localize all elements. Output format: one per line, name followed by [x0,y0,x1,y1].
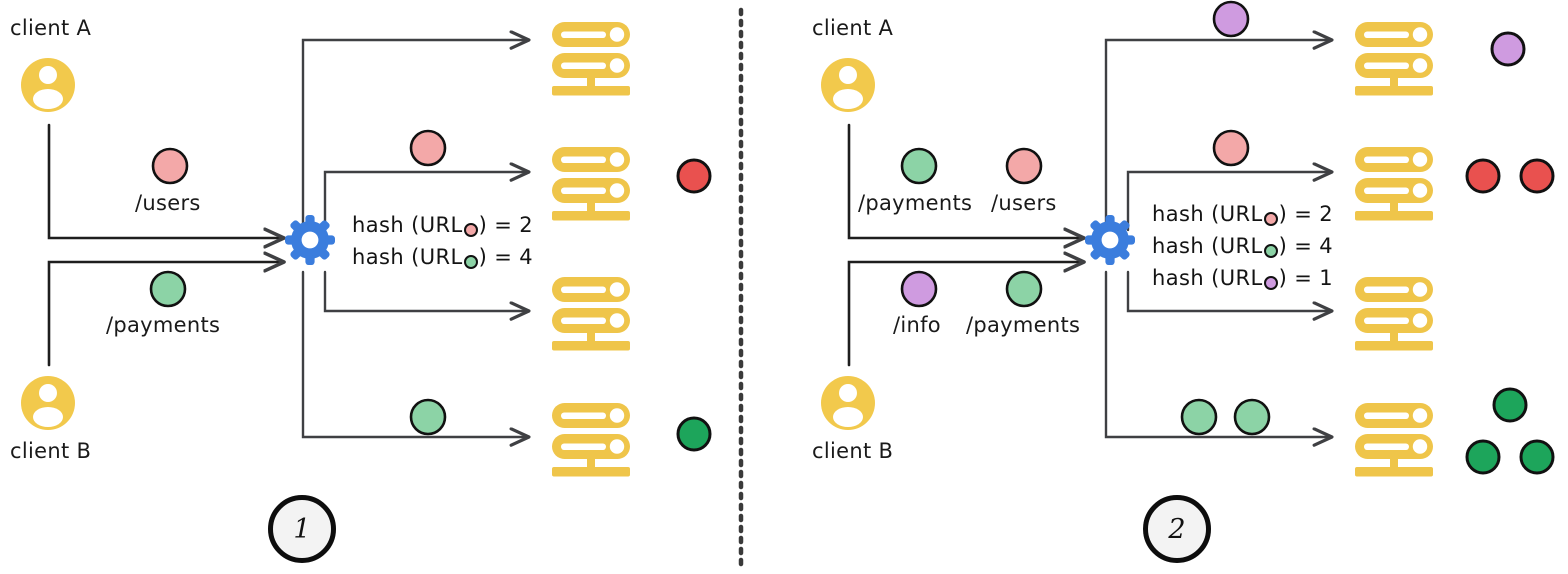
hash-rule-color-dot [463,254,478,269]
panel-2-client-a-connector [847,123,1082,238]
panel-1-outbound-upper [301,40,527,232]
hash-rule-prefix: hash (URL [1152,266,1263,290]
panel-2-client-b-avatar [821,376,875,430]
panel-1-client-a-connector [47,123,282,238]
inflight-token [409,398,447,436]
inflight-token [1180,398,1218,436]
stored-token [1490,31,1526,67]
panel-2-client-a-avatar [821,58,875,112]
route-label: /users [135,191,201,215]
stored-token [1519,158,1555,194]
inflight-token [409,129,447,167]
hash-rule-suffix: ) = 4 [478,245,534,269]
route-label: /payments [966,313,1081,337]
panel-2-client-b-connector [847,262,1082,367]
stored-token [676,158,712,194]
stored-token [676,416,712,452]
route-label: /users [991,191,1057,215]
request-token [1005,147,1043,185]
server-icon [552,22,630,96]
route-label: /payments [106,313,221,337]
gear-icon [285,215,335,265]
request-token [1005,270,1043,308]
inflight-token [1212,0,1250,38]
hash-rule: hash (URL ) = 4 [352,245,533,269]
server-icon [1355,22,1433,96]
hash-rule: hash (URL ) = 2 [352,213,533,237]
hash-rule-suffix: ) = 1 [1278,266,1334,290]
hash-rule-color-dot [1263,275,1278,290]
request-token [151,147,189,185]
hash-rule-prefix: hash (URL [352,245,463,269]
client-label: client A [10,16,92,40]
inflight-token [1233,398,1271,436]
hash-rule-prefix: hash (URL [1152,202,1263,226]
hash-rule-color-dot [463,222,478,237]
server-icon [1355,277,1433,351]
panel-1-client-a-avatar [21,58,75,112]
hash-rule: hash (URL ) = 4 [1152,234,1333,258]
step-number-badge: 2 [1143,495,1211,563]
hash-rule-prefix: hash (URL [1152,234,1263,258]
request-token [900,147,938,185]
stored-token [1492,387,1528,423]
panel-1-outbound-lower [301,270,527,437]
request-token [149,270,187,308]
route-label: /info [893,313,941,337]
hash-rule: hash (URL ) = 1 [1152,266,1333,290]
hash-rule-color-dot [1263,243,1278,258]
client-label: client B [812,439,894,463]
panel-1-client-b-avatar [21,376,75,430]
stored-token [1465,439,1501,475]
server-icon [1355,147,1433,221]
hash-rule-suffix: ) = 4 [1278,234,1334,258]
stored-token [1465,158,1501,194]
request-token [900,270,938,308]
panel-1-client-b-connector [47,262,282,367]
server-icon [552,403,630,477]
server-icon [552,277,630,351]
client-label: client A [812,16,894,40]
hash-rule: hash (URL ) = 2 [1152,202,1333,226]
hash-rule-suffix: ) = 2 [478,213,534,237]
panel-2-outbound-upper [1104,40,1330,232]
gear-icon [1085,215,1135,265]
panel-2-outbound-lower [1104,270,1330,437]
hash-rule-suffix: ) = 2 [1278,202,1334,226]
inflight-token [1212,129,1250,167]
server-icon [552,147,630,221]
client-label: client B [10,439,92,463]
hash-rule-color-dot [1263,211,1278,226]
server-icon [1355,403,1433,477]
hash-rule-prefix: hash (URL [352,213,463,237]
step-number-badge: 1 [268,495,336,563]
route-label: /payments [858,191,973,215]
stored-token [1519,439,1555,475]
